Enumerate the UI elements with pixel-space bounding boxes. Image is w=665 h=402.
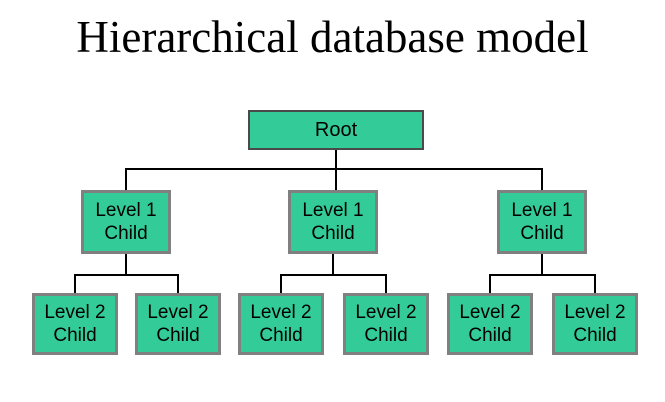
connector-l2a-drop xyxy=(74,274,76,293)
node-label-line2: Child xyxy=(520,223,564,244)
connector-l1b-stem xyxy=(332,254,334,274)
node-label-line1: Level 1 xyxy=(95,200,157,221)
connector-level1-right-drop xyxy=(541,168,543,190)
connector-l2b-drop xyxy=(177,274,179,293)
connector-l1b-bus xyxy=(280,274,387,276)
node-label-line1: Level 2 xyxy=(564,302,626,323)
node-label-line2: Child xyxy=(311,223,355,244)
connector-level1-left-drop xyxy=(125,168,127,190)
node-level2-child-5: Level 2 Child xyxy=(447,293,533,355)
node-label-line1: Level 2 xyxy=(147,302,209,323)
node-level1-child-1: Level 1 Child xyxy=(81,190,171,254)
node-label-line1: Level 2 xyxy=(250,302,312,323)
connector-l2d-drop xyxy=(385,274,387,293)
node-label-line1: Level 2 xyxy=(355,302,417,323)
node-label-line2: Child xyxy=(573,325,617,346)
page-title: Hierarchical database model xyxy=(76,12,589,62)
node-level2-child-1: Level 2 Child xyxy=(32,293,118,355)
node-label-line2: Child xyxy=(259,325,303,346)
node-level2-child-4: Level 2 Child xyxy=(343,293,429,355)
node-label-line2: Child xyxy=(104,223,148,244)
connector-l2c-drop xyxy=(280,274,282,293)
node-label-line2: Child xyxy=(156,325,200,346)
connector-l2e-drop xyxy=(489,274,491,293)
node-label-line2: Child xyxy=(364,325,408,346)
node-label-line1: Level 1 xyxy=(302,200,364,221)
connector-l1a-stem xyxy=(125,253,127,274)
node-label-line1: Level 1 xyxy=(511,200,573,221)
connector-l1c-stem xyxy=(541,254,543,274)
node-level2-child-6: Level 2 Child xyxy=(552,293,638,355)
node-label-line2: Child xyxy=(468,325,512,346)
connector-l2f-drop xyxy=(594,274,596,293)
node-level1-child-3: Level 1 Child xyxy=(497,190,587,254)
node-level2-child-3: Level 2 Child xyxy=(238,293,324,355)
node-level2-child-2: Level 2 Child xyxy=(135,293,221,355)
node-root: Root xyxy=(248,110,424,150)
node-root-label: Root xyxy=(314,118,358,141)
connector-l1c-bus xyxy=(489,274,596,276)
connector-root-drop xyxy=(335,150,337,190)
node-label-line2: Child xyxy=(53,325,97,346)
node-level1-child-2: Level 1 Child xyxy=(288,190,378,254)
connector-level1-bus xyxy=(125,168,543,170)
node-label-line1: Level 2 xyxy=(459,302,521,323)
connector-l1a-bus xyxy=(74,274,179,276)
node-label-line1: Level 2 xyxy=(44,302,106,323)
